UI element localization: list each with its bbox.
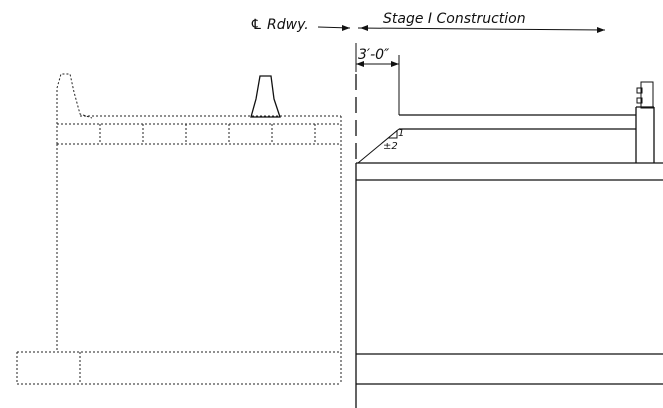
stage-leader — [317, 25, 606, 33]
stage-i-construction — [355, 81, 663, 408]
dimension-label: 3′-0″ — [358, 47, 390, 63]
barrier — [250, 75, 281, 118]
centerline-label: ℄ Rdwy. — [250, 17, 309, 33]
stage-label: Stage I Construction — [383, 11, 526, 27]
slope-run-label: ±2 — [383, 141, 398, 152]
slope-rise-label: 1 — [398, 128, 404, 139]
existing-structure — [16, 73, 342, 385]
dimension-3ft — [355, 43, 400, 115]
